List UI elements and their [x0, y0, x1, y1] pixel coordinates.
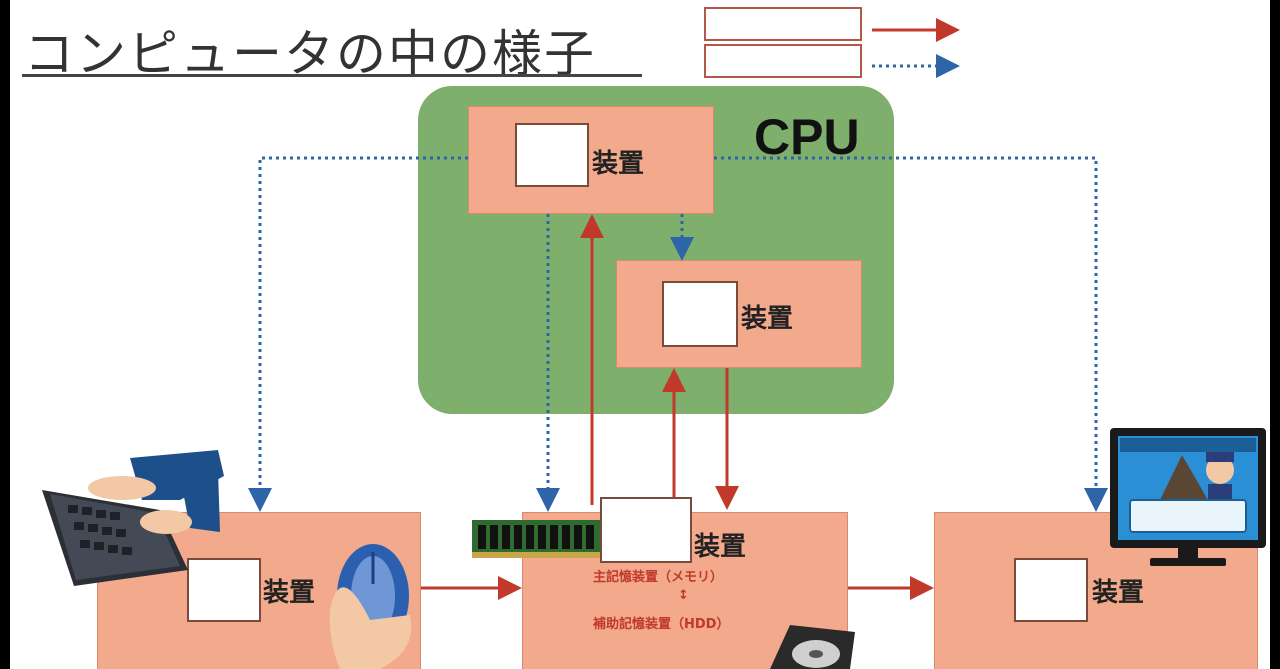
legend-blank-control-flow — [704, 44, 862, 78]
auxiliary-storage-label: 補助記憶装置（HDD） — [593, 617, 730, 632]
page-title: コンピュータの中の様子 — [24, 25, 596, 83]
control-unit-label: 装置 — [592, 149, 645, 179]
flow-arrows — [42, 18, 1266, 669]
memory-module-icon — [472, 520, 600, 558]
main-memory-label: 主記憶装置（メモリ） — [593, 570, 724, 585]
input-unit-label: 装置 — [263, 578, 316, 608]
cpu-label: CPU — [754, 109, 860, 165]
storage-unit-label: 装置 — [694, 532, 747, 562]
arithmetic-unit — [616, 260, 862, 368]
title-underline — [22, 74, 642, 77]
arithmetic-unit-blank — [662, 281, 738, 347]
output-unit-label: 装置 — [1092, 578, 1145, 608]
monitor-icon — [1110, 428, 1266, 566]
control-to-output — [714, 156, 1108, 512]
arithmetic-unit-label: 装置 — [741, 304, 794, 334]
control-unit-blank — [515, 123, 589, 187]
keyboard-icon — [42, 450, 224, 586]
output-unit-blank — [1014, 558, 1088, 622]
mouse-icon — [329, 544, 412, 669]
control-unit — [468, 106, 714, 214]
hard-disk-icon — [770, 625, 855, 669]
slide: コンピュータの中の様子 CPU 装置 装置 装置 装置 主記憶装置（メモリ） ↕… — [10, 0, 1270, 669]
input-unit-blank — [187, 558, 261, 622]
legend-blank-data-flow — [704, 7, 862, 41]
storage-connector: ↕ — [678, 588, 689, 603]
control-to-input — [248, 156, 468, 512]
storage-unit-blank — [600, 497, 692, 563]
